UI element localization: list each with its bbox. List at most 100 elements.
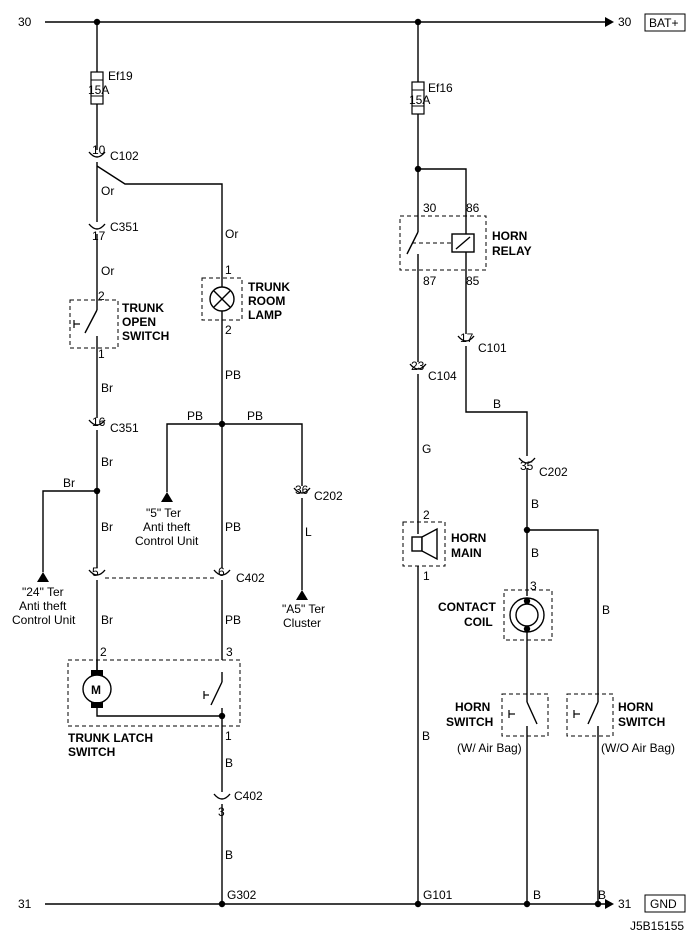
contact-coil: 3 CONTACT COIL [438,579,553,641]
ground-g101: G101 [423,888,453,902]
horn-relay-label-2: RELAY [492,244,532,258]
rail-top-right-number: 30 [618,15,632,29]
wire-br-2: Br [101,455,113,469]
rail-bottom-left-number: 31 [18,897,32,911]
horn-switch-no-airbag-label-2: SWITCH [618,715,665,729]
wire-br-1: Br [101,381,113,395]
c104-name: C104 [428,369,457,383]
contact-coil-label-1: CONTACT [438,600,496,614]
connector-c102: 10 C102 [88,143,139,163]
connector-c202-right: 35 C202 [518,457,568,479]
c102-pin: 10 [92,143,106,157]
horn-switch-airbag-note: (W/ Air Bag) [457,741,522,755]
relay-pin-30: 30 [423,201,437,215]
wire-or-lamp: Or [225,227,238,241]
wire-g: G [422,442,431,456]
wire-b-5: B [531,497,539,511]
gnd-tag: GND [650,897,677,911]
wire-or-1: Or [101,184,114,198]
horn-switch-no-airbag-note: (W/O Air Bag) [601,741,675,755]
wire-b-8: B [533,888,541,902]
trunk-open-switch-label-2: OPEN [122,315,156,329]
trunk-open-switch-pin-2: 2 [98,289,105,303]
terminal-a5-cluster: "A5" Ter Cluster [282,602,325,630]
c351-top-pin: 17 [92,229,106,243]
wire-b-2: B [225,848,233,862]
connector-c351-bottom: 16 C351 [88,415,139,435]
fuse-ef16-name: Ef16 [428,81,453,95]
c402-left-pin: 5 [92,565,99,579]
c402-bottom-name: C402 [234,789,263,803]
c351-bottom-pin: 16 [92,415,106,429]
latch-pin-2: 2 [100,645,107,659]
ground-rail: 31 31 GND J5B15155 [18,894,686,933]
relay-pin-86: 86 [466,201,480,215]
wire-pb-1: PB [225,368,241,382]
horn-switch-airbag-label-1: HORN [455,700,490,714]
c402-top-pin: 6 [218,565,225,579]
wire-br-4: Br [101,613,113,627]
trunk-open-switch-label-3: SWITCH [122,329,169,343]
terminal-24-line-3: Control Unit [12,613,76,627]
connector-c351-top: 17 C351 [88,220,139,243]
connector-c104: 23 C104 [409,359,457,383]
horn-main-pin-1: 1 [423,569,430,583]
trunk-latch-switch: 2 3 M TRUNK LATCH SWITCH [67,645,241,759]
wire-b-7: B [602,603,610,617]
relay-pin-87: 87 [423,274,437,288]
c202-right-pin: 35 [520,459,534,473]
motor-symbol: M [91,683,101,697]
horn-main: 2 1 HORN MAIN [402,508,486,583]
fuse-ef16: Ef16 15A [409,81,453,115]
horn-relay-label-1: HORN [492,229,527,243]
contact-coil-label-2: COIL [464,615,493,629]
latch-pin-1: 1 [225,729,232,743]
terminal-5-line-1: "5" Ter [146,506,181,520]
wire-b-4: B [422,729,430,743]
trunk-open-switch: 2 1 TRUNK OPEN SWITCH [69,289,169,361]
horn-switch-with-airbag: HORN SWITCH (W/ Air Bag) [446,693,549,755]
horn-switch-airbag-label-2: SWITCH [446,715,493,729]
ground-g302: G302 [227,888,257,902]
c101-name: C101 [478,341,507,355]
lamp-label-2: ROOM [248,294,285,308]
terminal-5-line-2: Anti theft [143,520,191,534]
c351-bottom-name: C351 [110,421,139,435]
diagram-code: J5B15155 [630,919,684,933]
horn-main-pin-2: 2 [423,508,430,522]
wire-pb-3: PB [247,409,263,423]
c351-top-name: C351 [110,220,139,234]
horn-relay: 30 86 87 85 HORN RELAY [399,201,532,334]
wire-b-1: B [225,756,233,770]
c202-left-name: C202 [314,489,343,503]
connector-c101: 17 C101 [457,331,507,355]
lamp-pin-2: 2 [225,323,232,337]
wire-br-3: Br [101,520,113,534]
fuse-ef19: Ef19 15A [88,69,133,105]
terminal-24-line-1: "24" Ter [22,585,64,599]
relay-pin-85: 85 [466,274,480,288]
fuse-ef19-name: Ef19 [108,69,133,83]
connector-c202-left: 36 C202 [293,483,343,503]
terminal-a5-line-1: "A5" Ter [282,602,325,616]
latch-label-2: SWITCH [68,745,115,759]
trunk-open-switch-pin-1: 1 [98,347,105,361]
trunk-room-lamp: 1 2 TRUNK ROOM LAMP [201,263,290,337]
fuse-ef19-rating: 15A [88,83,109,97]
lamp-label-1: TRUNK [248,280,290,294]
bat-plus-tag: BAT+ [649,16,678,30]
contact-coil-pin: 3 [530,579,537,593]
trunk-open-switch-label-1: TRUNK [122,301,164,315]
wire-pb-4: PB [225,520,241,534]
horn-switch-no-airbag-label-1: HORN [618,700,653,714]
terminal-24-line-2: Anti theft [19,599,67,613]
fuse-ef16-rating: 15A [409,93,430,107]
rail-top-left-number: 30 [18,15,32,29]
c402-top-name: C402 [236,571,265,585]
latch-pin-3: 3 [226,645,233,659]
c202-left-pin: 36 [295,483,309,497]
wire-br-branch: Br [63,476,75,490]
wire-b-9: B [598,888,606,902]
wire-pb-2: PB [187,409,203,423]
